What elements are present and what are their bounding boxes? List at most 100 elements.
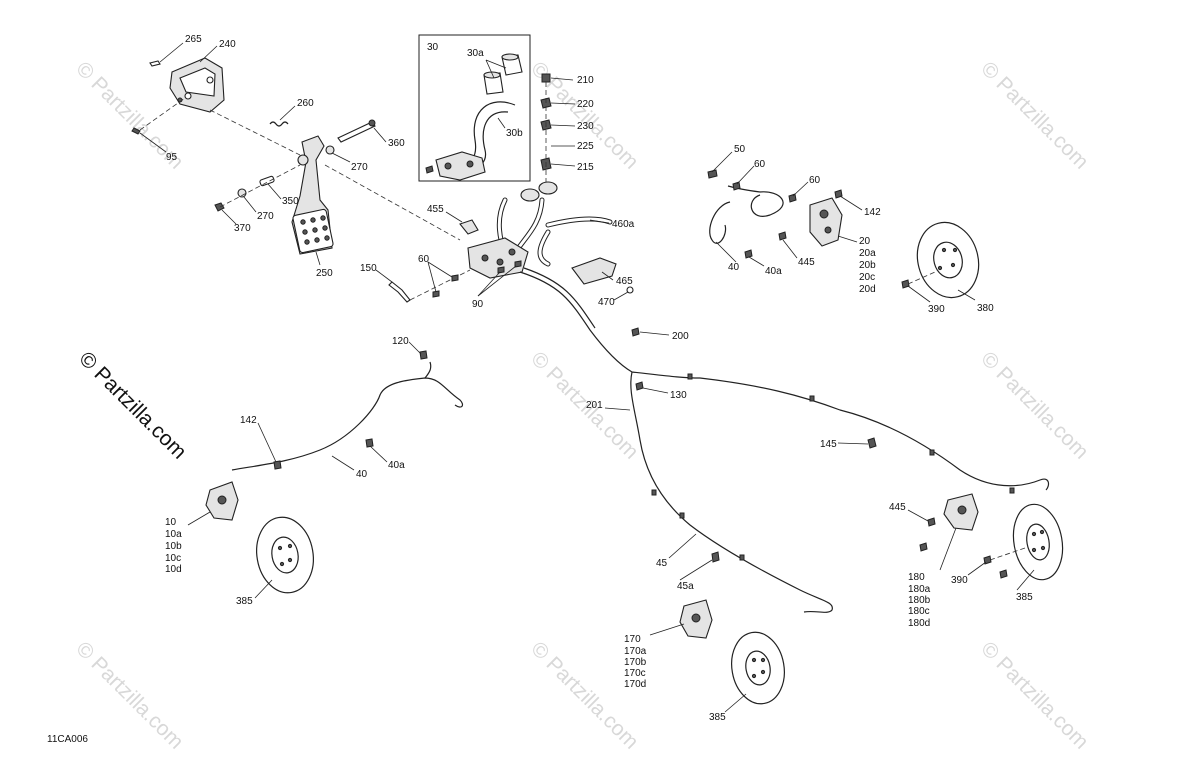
callout-30a: 30a: [467, 48, 484, 59]
callout-240: 240: [219, 39, 236, 50]
reservoir: [538, 181, 558, 195]
callout-95: 95: [166, 152, 178, 163]
brake-disc-385: [731, 631, 785, 705]
callout-385: 385: [236, 596, 253, 607]
rear-brake-lines: [519, 267, 1050, 613]
callout-200: 200: [672, 331, 689, 342]
clip-45a: [711, 551, 720, 563]
callout-60: 60: [754, 159, 766, 170]
callout-50: 50: [734, 144, 746, 155]
callout-170d: 170d: [624, 679, 646, 690]
bolt-445: [778, 231, 787, 241]
callout-445: 445: [798, 257, 815, 268]
fitting-210: [541, 73, 551, 83]
bracket-hole: [206, 76, 214, 84]
clip-40a: [744, 249, 753, 259]
callout-142: 142: [864, 207, 881, 218]
callout-150: 150: [360, 263, 377, 274]
callout-130: 130: [670, 390, 687, 401]
fittings-column: [540, 73, 552, 185]
callout-40a: 40a: [765, 266, 782, 277]
assembly-line: [139, 97, 186, 131]
callout-20b: 20b: [859, 260, 876, 271]
callout-465: 465: [616, 276, 633, 287]
bolt-360: [337, 121, 376, 143]
callout-215: 215: [577, 162, 594, 173]
brake-line-40: [231, 377, 464, 471]
callout-30b: 30b: [506, 128, 523, 139]
pedal-bracket-face: [179, 67, 216, 97]
callout-90: 90: [472, 299, 484, 310]
callout-40a: 40a: [388, 460, 405, 471]
callout-170b: 170b: [624, 657, 647, 668]
callout-370: 370: [234, 223, 251, 234]
callout-170c: 170c: [624, 668, 646, 679]
callout-270: 270: [351, 162, 368, 173]
mc-fitting: [425, 165, 434, 174]
assembly-line: [209, 109, 301, 156]
clip-130: [635, 381, 644, 391]
front-left-brake-group: [205, 350, 464, 594]
pedal-bushing: [297, 154, 309, 166]
front-right-brake-group: [707, 169, 980, 299]
bolt-360-head: [368, 119, 376, 127]
pedal-pad-studs: [300, 215, 330, 245]
callout-142: 142: [240, 415, 257, 426]
watermark-dark: © Partzilla.com: [74, 347, 190, 463]
callout-180a: 180a: [908, 584, 931, 595]
bolt-200: [631, 327, 640, 337]
caliper-20: [809, 197, 843, 247]
rear-right-brake-group: [919, 493, 1064, 581]
bolt-60: [451, 274, 459, 282]
line-clips: [651, 373, 1015, 561]
callout-10: 10: [165, 517, 177, 528]
callout-270: 270: [257, 211, 274, 222]
rear-left-brake-group: [679, 599, 785, 705]
callout-385: 385: [1016, 592, 1033, 603]
assembly-line: [324, 164, 461, 241]
callout-445: 445: [889, 502, 906, 513]
callout-390: 390: [951, 575, 968, 586]
callout-170a: 170a: [624, 646, 647, 657]
bolt-445: [927, 517, 936, 527]
brake-disc-385: [256, 516, 314, 594]
callout-30: 30: [427, 42, 439, 53]
rod-150: [388, 281, 411, 303]
callout-265: 265: [185, 34, 202, 45]
nut-370: [214, 202, 225, 212]
callout-220: 220: [577, 99, 594, 110]
callout-385: 385: [709, 712, 726, 723]
bolt-60: [788, 193, 797, 203]
callout-460a: 460a: [612, 219, 635, 230]
callout-390: 390: [928, 304, 945, 315]
callout-180: 180: [908, 572, 925, 583]
watermark: © Partzilla.com: [976, 347, 1092, 463]
leader-lines: [139, 42, 1035, 713]
watermark: © Partzilla.com: [976, 57, 1092, 173]
spring-260: [269, 121, 289, 127]
nut-90: [497, 266, 505, 274]
bolt-142: [273, 460, 282, 470]
callout-350: 350: [282, 196, 299, 207]
clip-455: [459, 219, 479, 235]
bolt-390: [901, 279, 910, 289]
clip-40a: [365, 438, 374, 448]
brake-disc-380: [916, 221, 980, 299]
bolt-60: [432, 290, 440, 298]
callout-470: 470: [598, 297, 615, 308]
master-cylinder-inset: [418, 34, 531, 182]
callout-10a: 10a: [165, 529, 182, 540]
reservoir: [520, 188, 540, 202]
callout-40: 40: [356, 469, 368, 480]
inset-frame: [418, 34, 531, 182]
callout-360: 360: [388, 138, 405, 149]
brake-line-rear-right: [519, 271, 1050, 491]
bolt-120: [419, 350, 428, 360]
sleeve-350: [259, 175, 275, 187]
callout-210: 210: [577, 75, 594, 86]
master-cylinder-body: [435, 151, 486, 181]
callout-10c: 10c: [165, 553, 181, 564]
clip-145: [867, 437, 877, 449]
